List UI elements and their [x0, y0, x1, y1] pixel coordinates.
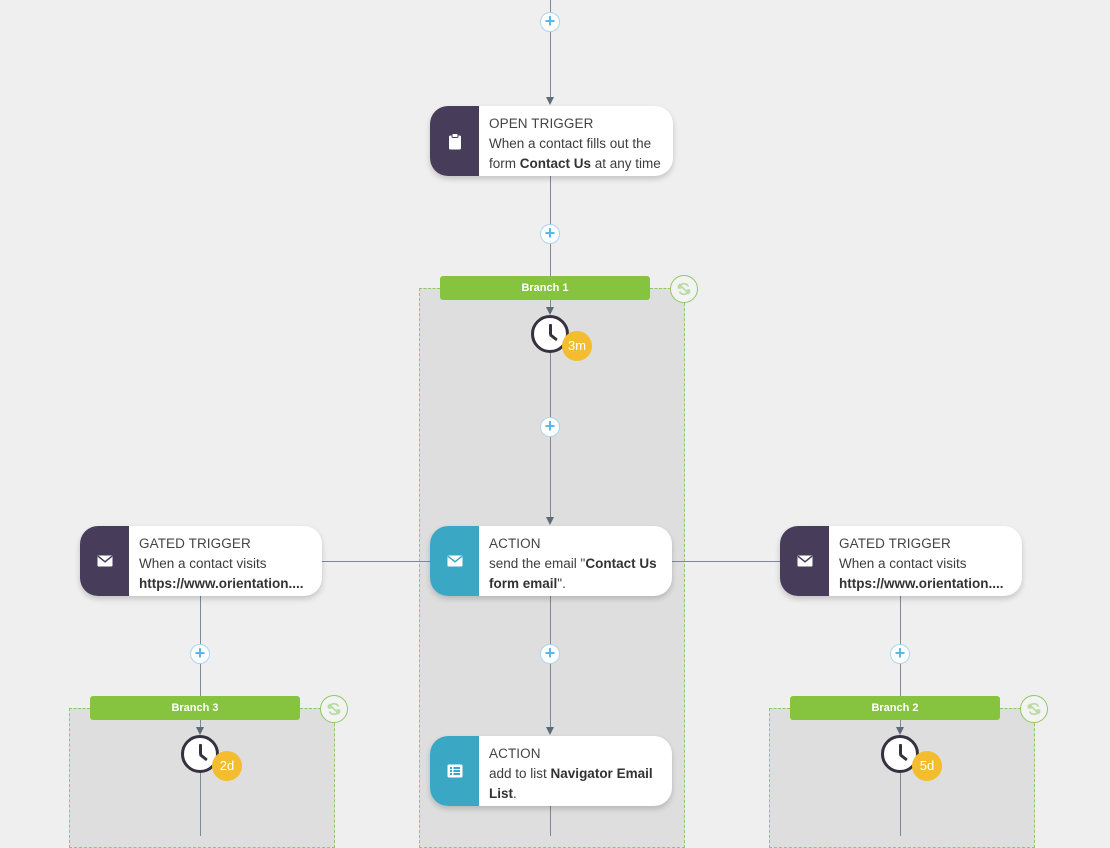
- connector-line-left: [322, 561, 430, 562]
- delay-badge: 3m: [562, 331, 592, 361]
- envelope-icon: [80, 526, 129, 596]
- branch-1-loop-icon[interactable]: [670, 275, 698, 303]
- connector-line: [200, 772, 201, 836]
- connector-arrow: [546, 97, 554, 105]
- list-icon: [430, 736, 479, 806]
- branch-2-label[interactable]: Branch 2: [790, 696, 1000, 720]
- node-description: List.: [489, 786, 517, 801]
- gated-trigger-node-right[interactable]: GATED TRIGGER When a contact visits http…: [780, 526, 1022, 596]
- node-description: When a contact visits: [139, 556, 267, 571]
- node-type-label: ACTION: [489, 746, 541, 761]
- node-url: https://www.orientation....: [839, 576, 1004, 591]
- clock-icon[interactable]: [881, 735, 919, 773]
- connector-line-right: [672, 561, 780, 562]
- node-description: When a contact fills out the: [489, 136, 652, 151]
- connector-line: [900, 772, 901, 836]
- node-description: When a contact visits: [839, 556, 967, 571]
- add-step-button[interactable]: +: [890, 644, 910, 664]
- branch-2-border-right: [1000, 708, 1021, 709]
- connector-arrow: [546, 307, 554, 315]
- node-type-label: GATED TRIGGER: [839, 536, 951, 551]
- clipboard-icon: [430, 106, 479, 176]
- add-step-button[interactable]: +: [540, 417, 560, 437]
- branch-1-label[interactable]: Branch 1: [440, 276, 650, 300]
- connector-arrow: [546, 727, 554, 735]
- open-trigger-node[interactable]: OPEN TRIGGER When a contact fills out th…: [430, 106, 673, 176]
- branch-3-loop-icon[interactable]: [320, 695, 348, 723]
- add-step-button[interactable]: +: [540, 12, 560, 32]
- envelope-icon: [430, 526, 479, 596]
- node-description: add to list Navigator Email: [489, 766, 653, 781]
- delay-badge: 2d: [212, 751, 242, 781]
- branch-2-border-left: [769, 708, 790, 709]
- delay-badge: 5d: [912, 751, 942, 781]
- node-type-label: OPEN TRIGGER: [489, 116, 594, 131]
- connector-arrow: [196, 727, 204, 735]
- connector-arrow: [546, 517, 554, 525]
- add-step-button[interactable]: +: [540, 644, 560, 664]
- envelope-icon: [780, 526, 829, 596]
- node-url: https://www.orientation....: [139, 576, 304, 591]
- node-type-label: ACTION: [489, 536, 541, 551]
- action-add-to-list-node[interactable]: ACTION add to list Navigator Email List.: [430, 736, 672, 806]
- branch-1-border-left: [419, 288, 440, 289]
- node-description: send the email "Contact Us: [489, 556, 657, 571]
- add-step-button[interactable]: +: [540, 224, 560, 244]
- branch-1-border-right: [650, 288, 671, 289]
- branch-2-loop-icon[interactable]: [1020, 695, 1048, 723]
- branch-3-border-left: [69, 708, 90, 709]
- connector-line: [550, 806, 551, 836]
- branch-3-label[interactable]: Branch 3: [90, 696, 300, 720]
- node-type-label: GATED TRIGGER: [139, 536, 251, 551]
- gated-trigger-node-left[interactable]: GATED TRIGGER When a contact visits http…: [80, 526, 322, 596]
- node-description: form email".: [489, 576, 566, 591]
- add-step-button[interactable]: +: [190, 644, 210, 664]
- node-description: form Contact Us at any time: [489, 156, 661, 171]
- action-send-email-node[interactable]: ACTION send the email "Contact Us form e…: [430, 526, 672, 596]
- connector-line: [550, 0, 551, 98]
- connector-arrow: [896, 727, 904, 735]
- branch-3-border-right: [300, 708, 321, 709]
